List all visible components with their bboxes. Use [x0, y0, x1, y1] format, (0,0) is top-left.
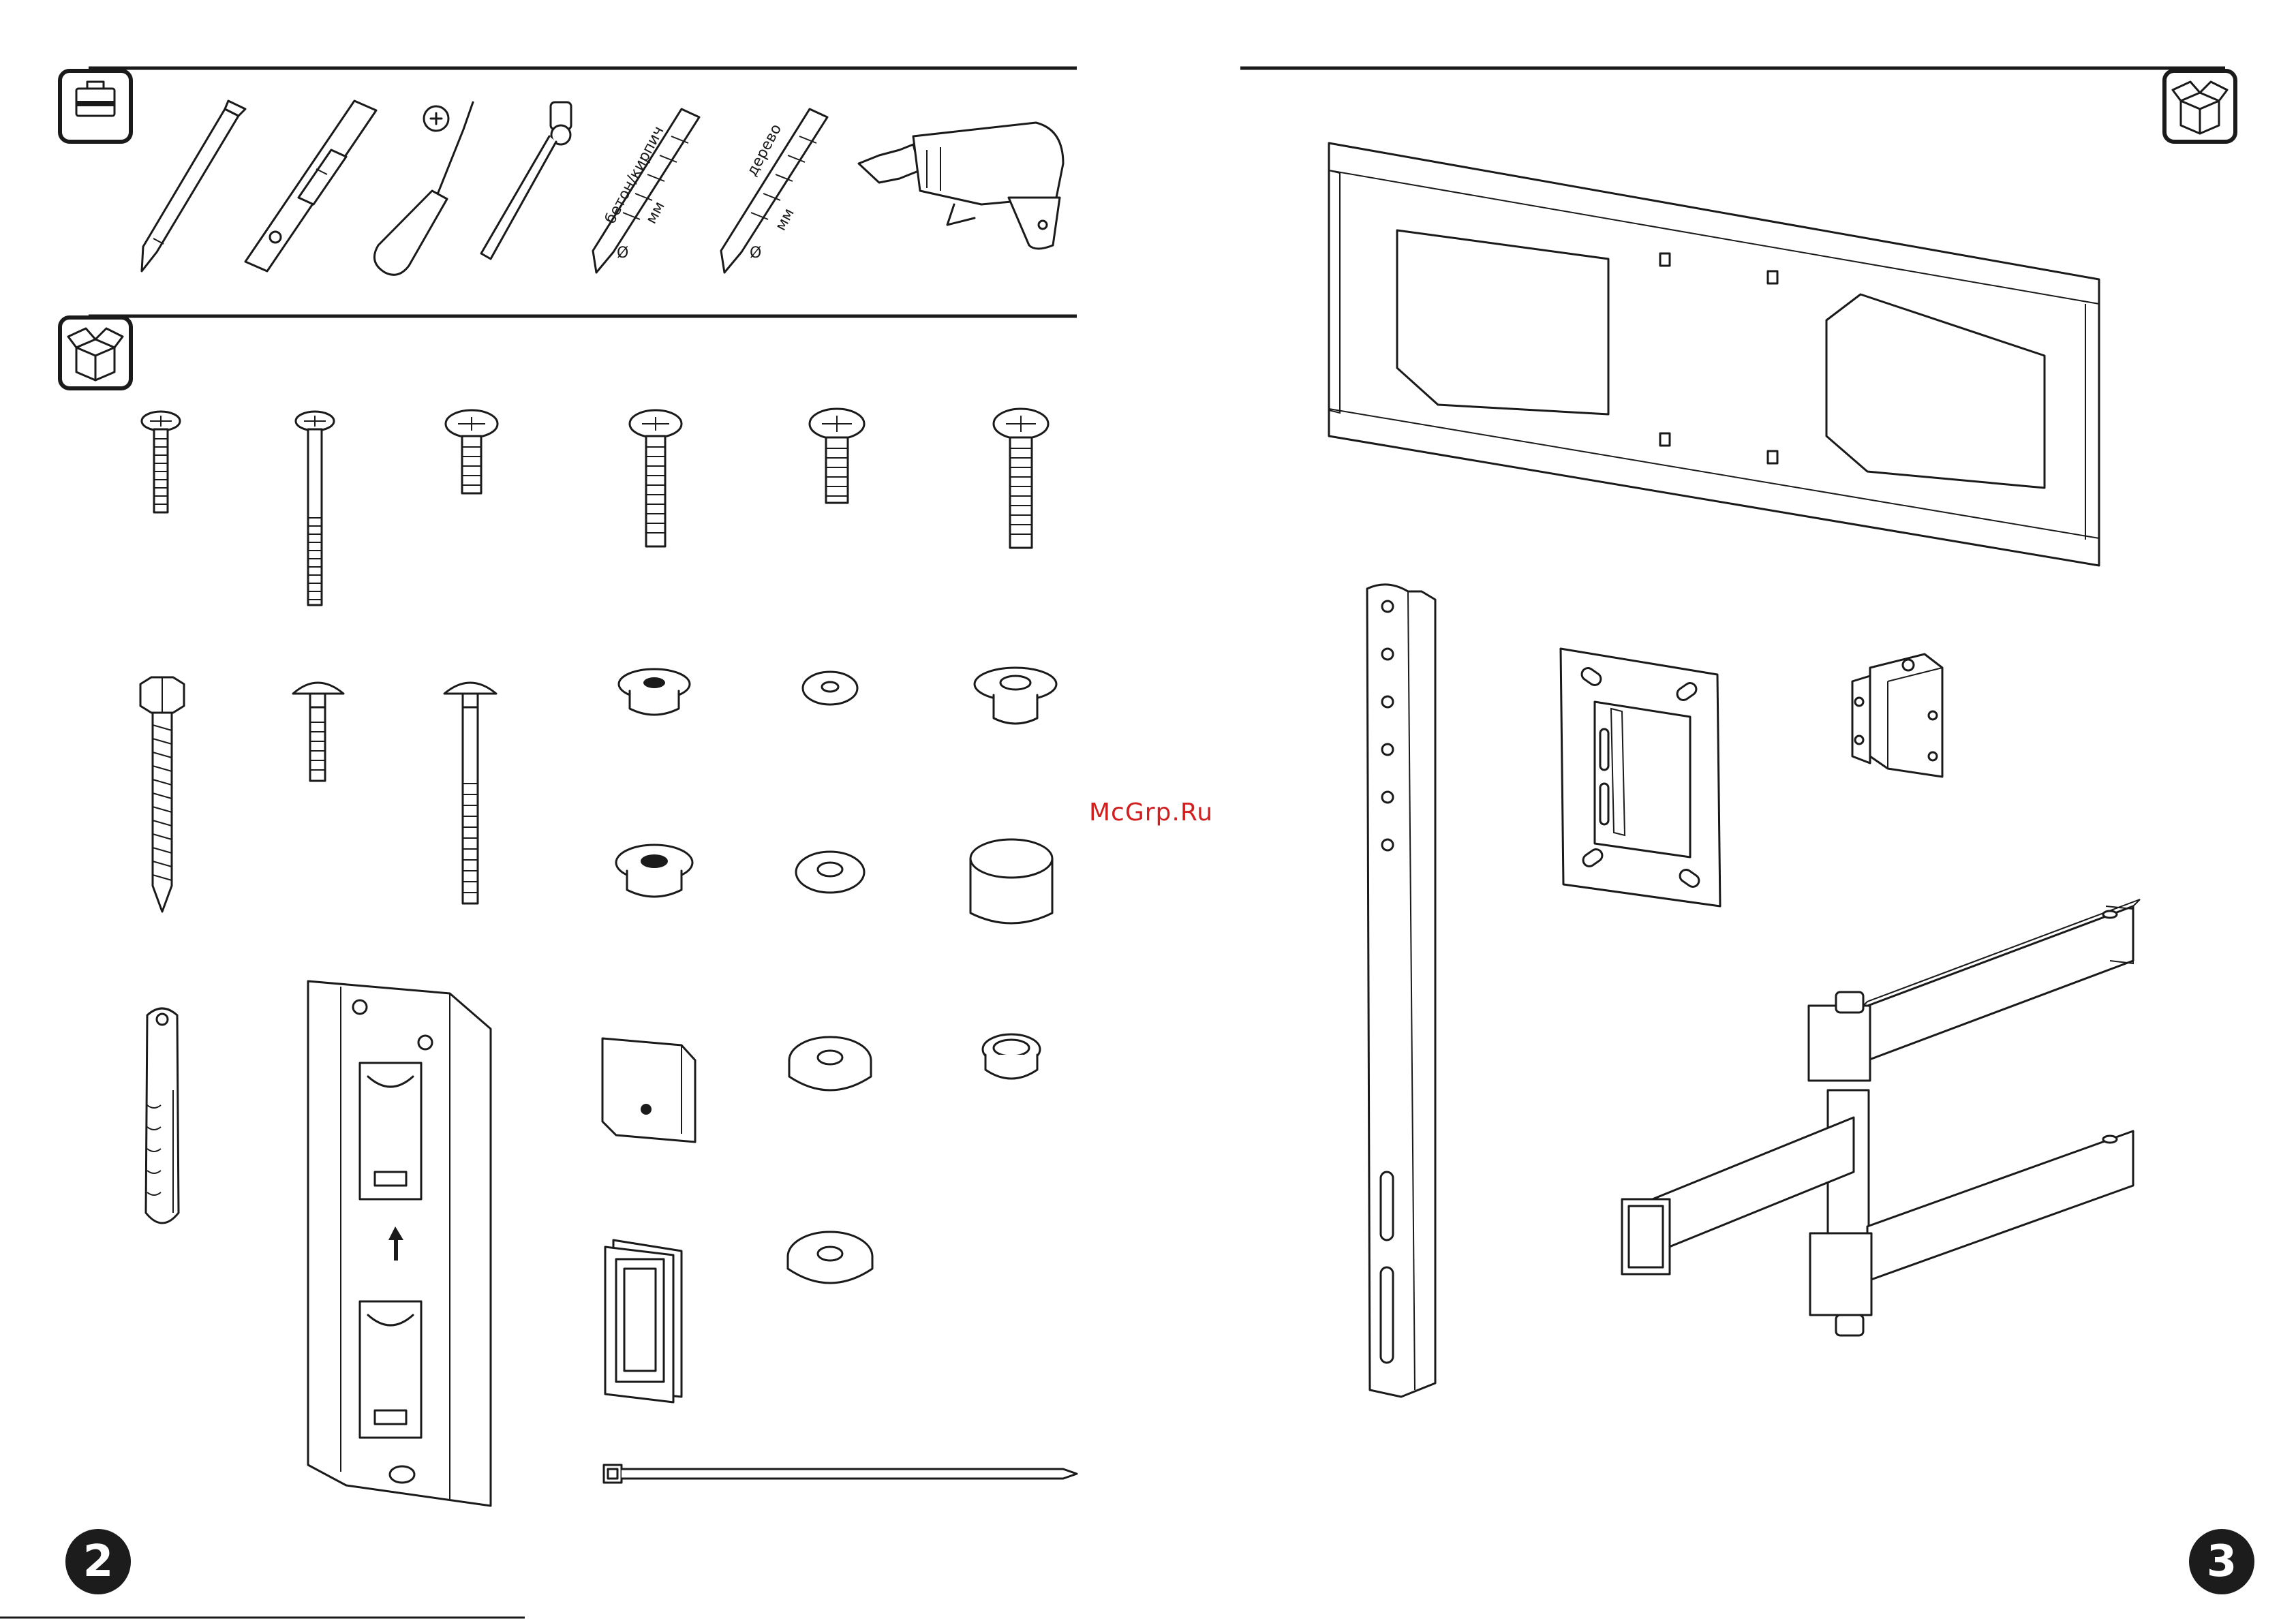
bottom-crop-rule — [0, 0, 2296, 1623]
